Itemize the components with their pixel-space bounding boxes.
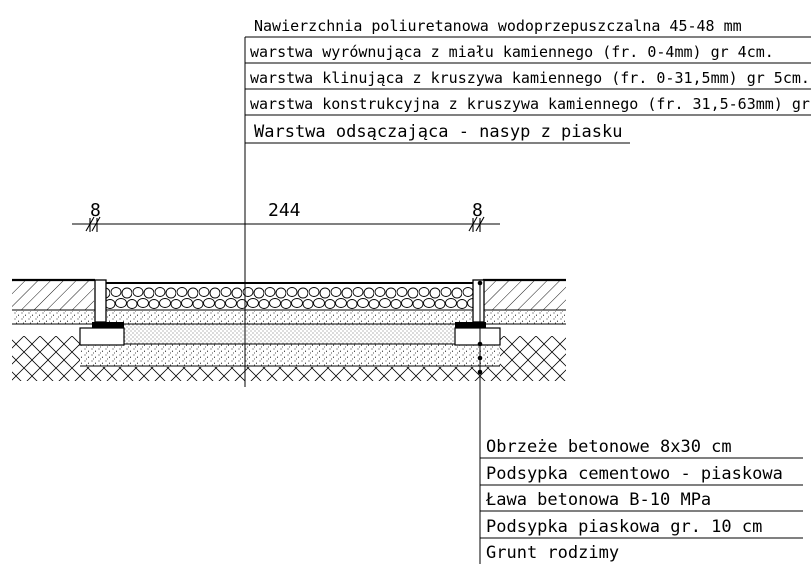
top-layer-1: Nawierzchnia poliuretanowa wodoprzepuszc… xyxy=(254,17,742,35)
sand-layer-lower xyxy=(80,344,500,366)
right-native-soil xyxy=(500,336,566,381)
top-layer-2: warstwa wyrównująca z miału kamiennego (… xyxy=(250,43,774,61)
gravel-layer xyxy=(106,285,473,309)
right-topsoil xyxy=(484,281,566,310)
left-topsoil xyxy=(12,281,94,310)
bottom-layer-1: Obrzeże betonowe 8x30 cm xyxy=(486,437,732,457)
top-layer-4: warstwa konstrukcyjna z kruszywa kamienn… xyxy=(250,95,811,113)
leader-dots xyxy=(477,280,483,375)
top-layer-5: Warstwa odsączająca - nasyp z piasku xyxy=(254,122,622,142)
dimension-ticks xyxy=(85,216,485,232)
dimension-line: 8 244 8 xyxy=(72,200,500,232)
dimension-left: 8 xyxy=(90,200,101,221)
dimension-middle: 244 xyxy=(268,200,301,221)
bottom-native-soil xyxy=(80,367,500,381)
section-body xyxy=(12,278,566,381)
sand-layer-upper xyxy=(12,311,566,324)
bottom-layer-3: Ława betonowa B-10 MPa xyxy=(485,490,711,510)
bottom-legend: Obrzeże betonowe 8x30 cm Podsypka cement… xyxy=(477,280,803,564)
bottom-layer-5: Grunt rodzimy xyxy=(486,543,619,563)
top-layer-3: warstwa klinująca z kruszywa kamiennego … xyxy=(250,69,810,87)
bottom-layer-4: Podsypka piaskowa gr. 10 cm xyxy=(486,517,762,537)
bottom-layer-2: Podsypka cementowo - piaskowa xyxy=(486,464,783,484)
right-curb xyxy=(454,279,501,346)
left-native-soil xyxy=(12,336,80,381)
top-legend: Nawierzchnia poliuretanowa wodoprzepuszc… xyxy=(244,17,811,387)
dimension-right: 8 xyxy=(472,200,483,221)
sand-layer-mid xyxy=(124,324,454,344)
left-curb xyxy=(79,279,125,346)
